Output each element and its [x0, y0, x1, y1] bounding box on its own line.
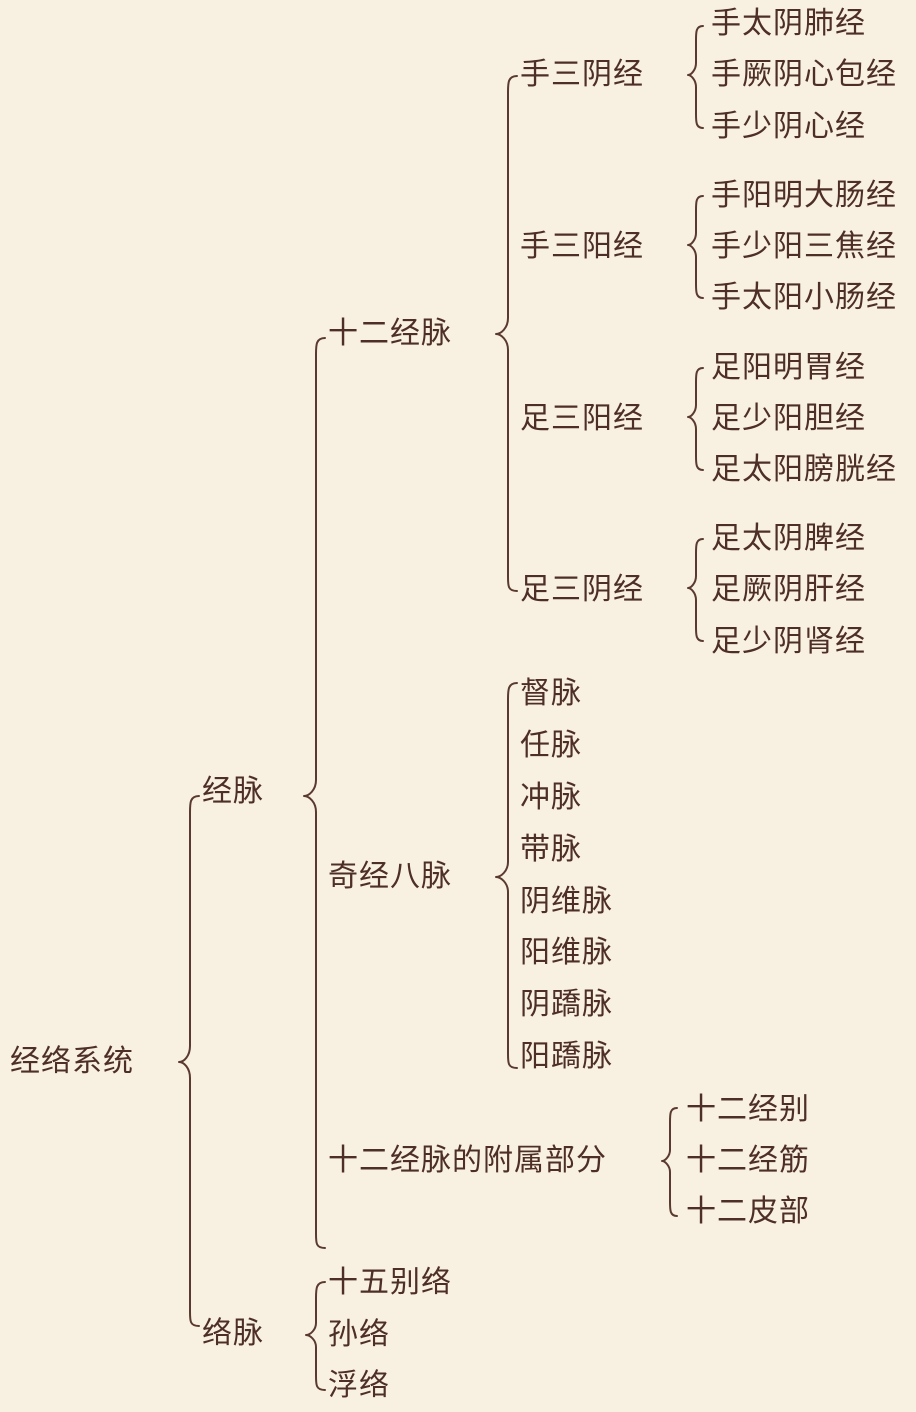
- jingmai-label: 经脉: [202, 774, 264, 809]
- shou-san-yin-label: 手三阴经: [520, 57, 644, 92]
- brace-qijing-bamai: [495, 682, 518, 1069]
- qijing-item: 任脉: [520, 728, 582, 763]
- luomai-item: 孙络: [328, 1317, 390, 1352]
- meridian-item: 足太阴脾经: [711, 521, 866, 556]
- meridian-item: 手厥阴心包经: [711, 57, 897, 92]
- meridian-item: 手太阴肺经: [711, 6, 866, 41]
- brace-zu-san-yang: [687, 367, 704, 471]
- root-label: 经络系统: [10, 1044, 134, 1079]
- fushu-label: 十二经脉的附属部分: [328, 1143, 607, 1178]
- meridian-item: 足阳明胃经: [711, 350, 866, 385]
- qijing-bamai-label: 奇经八脉: [328, 859, 452, 894]
- zu-san-yin-label: 足三阴经: [520, 572, 644, 607]
- brace-fushu: [661, 1107, 678, 1217]
- brace-shou-san-yin: [687, 25, 704, 129]
- shier-jingmai-label: 十二经脉: [328, 316, 452, 351]
- qijing-item: 督脉: [520, 676, 582, 711]
- qijing-item: 冲脉: [520, 780, 582, 815]
- qijing-item: 阴蹻脉: [520, 987, 613, 1022]
- fushu-item: 十二经别: [686, 1092, 810, 1127]
- qijing-item: 阳蹻脉: [520, 1039, 613, 1074]
- shou-san-yang-label: 手三阳经: [520, 229, 644, 264]
- luomai-label: 络脉: [202, 1316, 264, 1351]
- meridian-item: 足少阳胆经: [711, 401, 866, 436]
- brace-jingmai: [303, 337, 326, 1249]
- zu-san-yang-label: 足三阳经: [520, 401, 644, 436]
- meridian-item: 手太阳小肠经: [711, 280, 897, 315]
- meridian-item: 足少阴肾经: [711, 624, 866, 659]
- meridian-item: 足厥阴肝经: [711, 572, 866, 607]
- meridian-item: 手少阴心经: [711, 109, 866, 144]
- meridian-item: 手阳明大肠经: [711, 178, 897, 213]
- brace-shou-san-yang: [687, 195, 704, 299]
- brace-zu-san-yin: [687, 538, 704, 642]
- meridian-item: 手少阳三焦经: [711, 229, 897, 264]
- brace-root: [178, 795, 200, 1327]
- luomai-item: 浮络: [328, 1368, 390, 1403]
- brace-luomai: [305, 1281, 326, 1391]
- qijing-item: 带脉: [520, 832, 582, 867]
- meridian-item: 足太阳膀胱经: [711, 452, 897, 487]
- qijing-item: 阳维脉: [520, 935, 613, 970]
- luomai-item: 十五别络: [328, 1265, 452, 1300]
- fushu-item: 十二经筋: [686, 1143, 810, 1178]
- fushu-item: 十二皮部: [686, 1194, 810, 1229]
- brace-shier-jingmai: [495, 75, 518, 592]
- qijing-item: 阴维脉: [520, 884, 613, 919]
